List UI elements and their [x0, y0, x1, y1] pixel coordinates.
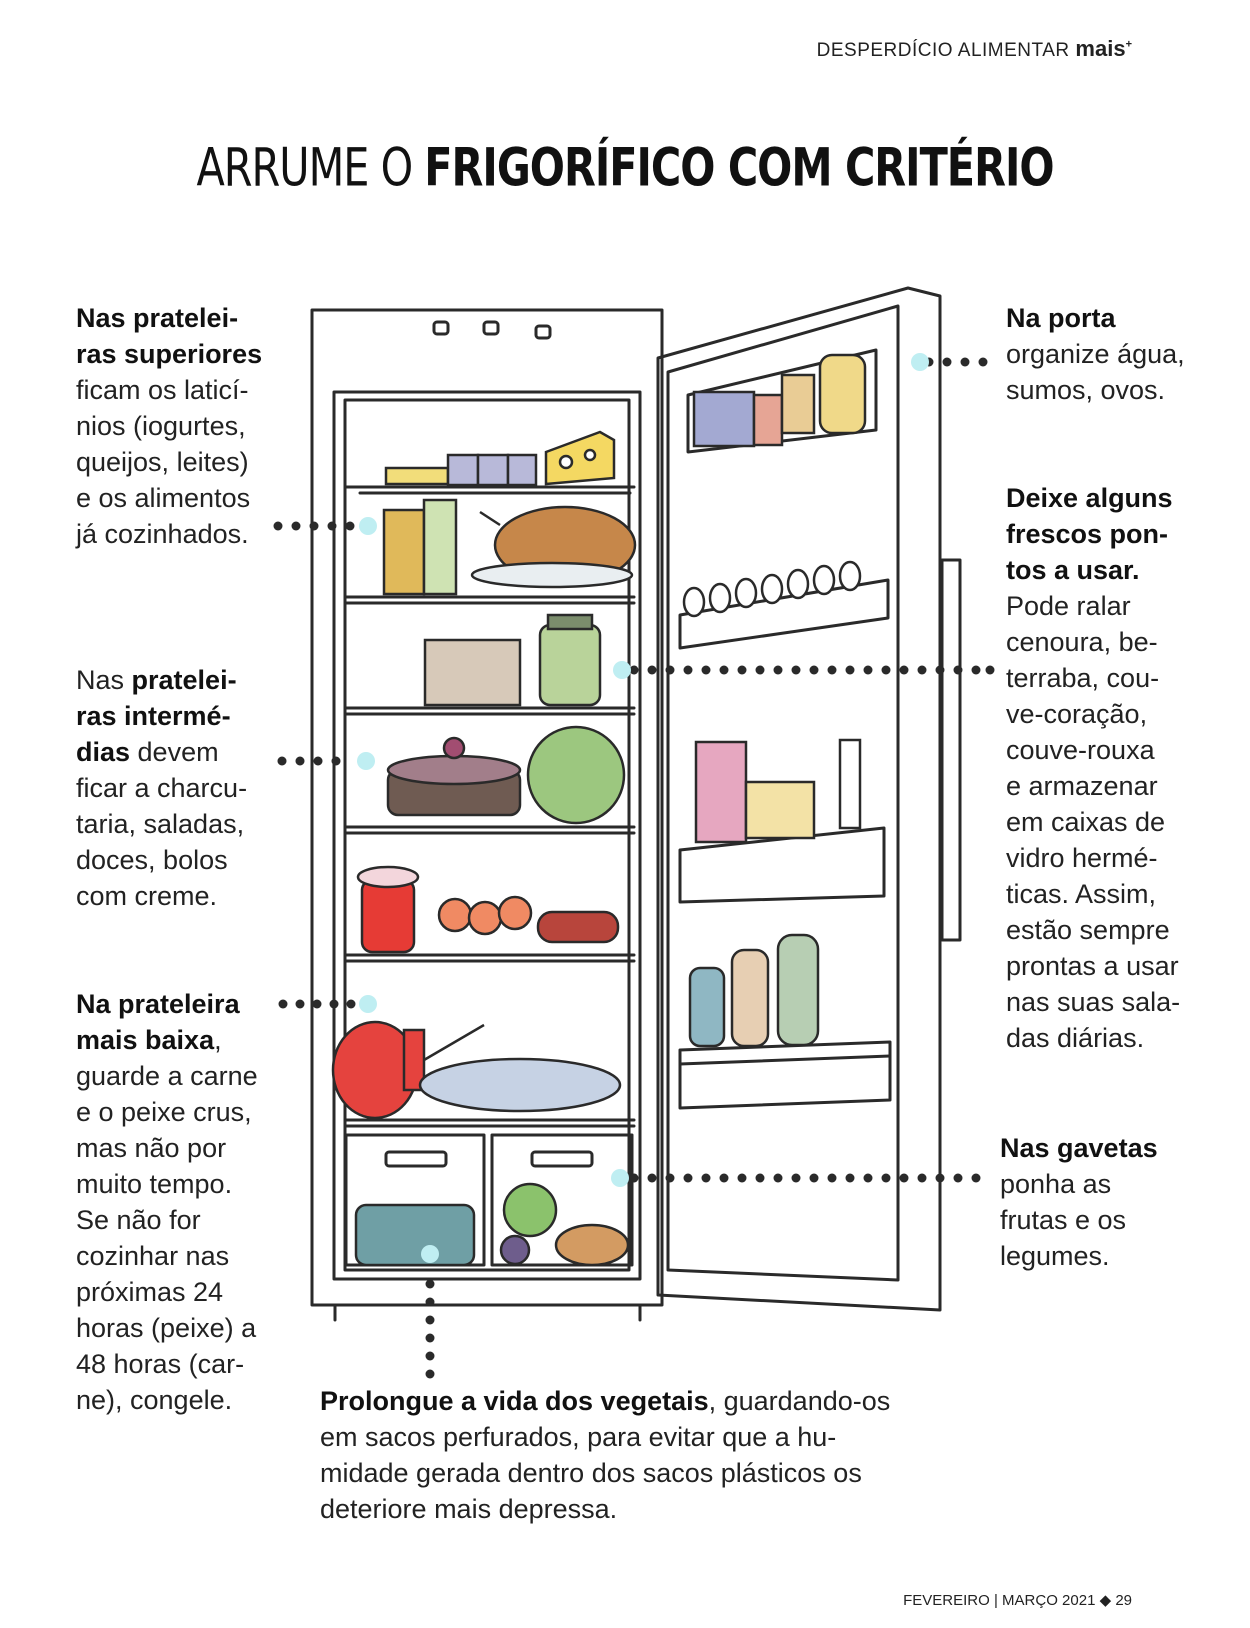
- note-lowest-shelf: Na prateleira mais baixa, guarde a carne…: [76, 986, 286, 1418]
- note-upper-shelves: Nas pratelei- ras superiores ficam os la…: [76, 300, 276, 552]
- leader-dots: [273, 357, 995, 1379]
- note-door-title: Na porta: [1006, 303, 1116, 333]
- page-title: ARRUME O FRIGORÍFICO COM CRITÉRIO: [0, 136, 1250, 198]
- note-upper-title: Nas pratelei- ras superiores: [76, 303, 263, 369]
- marker-dots: [357, 353, 929, 1263]
- note-vegetables: Prolongue a vida dos vegetais, guardando…: [320, 1383, 920, 1527]
- note-fresh-text: Pode ralar cenoura, be- terraba, cou- ve…: [1006, 591, 1181, 1053]
- note-lowest-title: Na prateleira mais baixa: [76, 989, 240, 1055]
- note-lowest-text: , guarde a carne e o peixe crus, mas não…: [76, 1025, 258, 1415]
- footer-issue: FEVEREIRO | MARÇO 2021: [903, 1592, 1096, 1609]
- footer-separator: ◆: [1099, 1592, 1112, 1609]
- fridge-door: [656, 286, 942, 1312]
- page-footer: FEVEREIRO | MARÇO 2021 ◆ 29: [903, 1591, 1132, 1609]
- note-door-text: organize água, sumos, ovos.: [1006, 339, 1185, 405]
- note-drawers: Nas gavetas ponha as frutas e os legumes…: [1000, 1130, 1200, 1274]
- note-drawers-text: ponha as frutas e os legumes.: [1000, 1169, 1127, 1271]
- note-middle-pre: Nas: [76, 665, 132, 695]
- title-part-2: FRIGORÍFICO COM CRITÉRIO: [424, 135, 1054, 199]
- brand-logo: mais+: [1075, 36, 1132, 61]
- title-part-1: ARRUME O: [196, 135, 413, 199]
- note-middle-shelves: Nas pratelei- ras intermé- dias devem fi…: [76, 662, 276, 914]
- note-upper-text: ficam os laticí- nios (iogurtes, queijos…: [76, 375, 251, 549]
- note-vegetables-title: Prolongue a vida dos vegetais: [320, 1386, 709, 1416]
- fridge-interior: [332, 390, 642, 1281]
- note-drawers-title: Nas gavetas: [1000, 1133, 1158, 1163]
- note-door: Na porta organize água, sumos, ovos.: [1006, 300, 1206, 408]
- note-fresh: Deixe alguns frescos pon- tos a usar. Po…: [1006, 480, 1206, 1056]
- note-vegetables-text: , guardando-os em sacos perfurados, para…: [320, 1386, 891, 1524]
- note-fresh-title: Deixe alguns frescos pon- tos a usar.: [1006, 483, 1173, 585]
- section-label: DESPERDÍCIO ALIMENTAR: [816, 40, 1070, 61]
- section-header: DESPERDÍCIO ALIMENTAR mais+: [817, 36, 1132, 62]
- note-middle-title: pratelei- ras intermé- dias: [76, 665, 237, 767]
- note-middle-text: devem ficar a charcu- taria, saladas, do…: [76, 737, 248, 911]
- fridge-body: [310, 308, 664, 1307]
- page-number: 29: [1115, 1592, 1132, 1609]
